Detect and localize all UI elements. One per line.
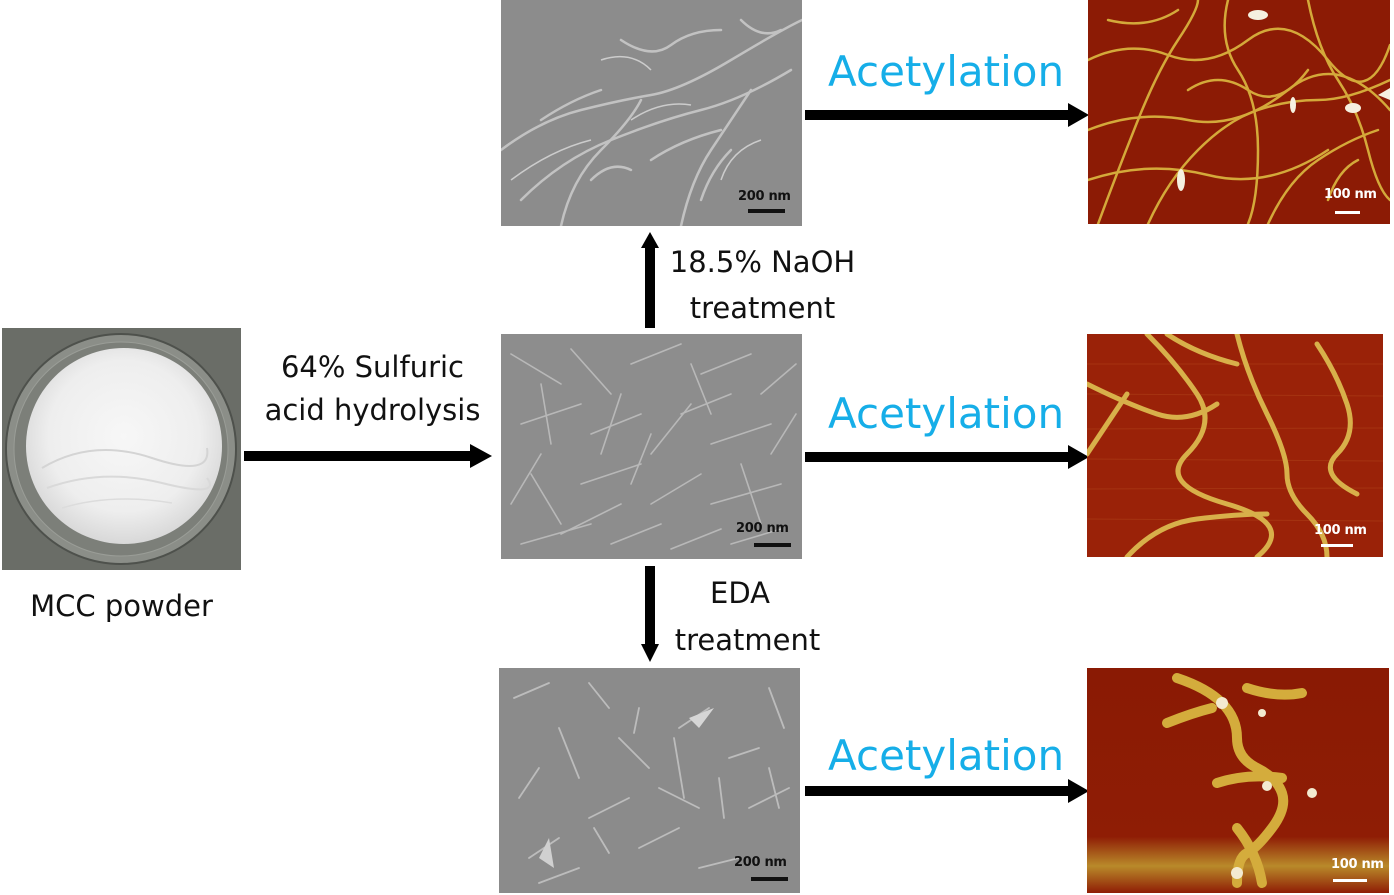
- sem-fibril-network-illustration: [501, 0, 802, 226]
- sem-image-eda: 200 nm: [499, 668, 800, 893]
- afm-dense-network-illustration: [1088, 0, 1390, 224]
- eda-label-line1: EDA: [710, 576, 770, 610]
- afm-scalebar-label: 100 nm: [1331, 857, 1384, 872]
- sem-scalebar-label: 200 nm: [734, 855, 787, 870]
- naoh-label-line2: treatment: [689, 291, 836, 325]
- petri-dish-illustration: [2, 328, 241, 570]
- sem-scalebar-label: 200 nm: [736, 521, 789, 536]
- eda-label-line2: treatment: [674, 623, 821, 657]
- naoh-label-line1: 18.5% NaOH: [669, 245, 856, 279]
- right-arrow-icon: [244, 444, 492, 468]
- sem-image-naoh: 200 nm: [501, 0, 802, 226]
- sem-scalebar-label: 200 nm: [738, 189, 791, 204]
- hydrolysis-label-line1: 64% Sulfuric: [280, 350, 465, 384]
- mcc-powder-caption: MCC powder: [30, 589, 213, 623]
- afm-scalebar: [1321, 544, 1353, 547]
- afm-image-eda-acetylated: 100 nm: [1087, 668, 1389, 893]
- up-arrow-icon: [641, 232, 659, 328]
- hydrolysis-label-line2: acid hydrolysis: [264, 393, 481, 427]
- afm-scalebar: [1335, 211, 1360, 214]
- sem-scalebar: [748, 209, 785, 213]
- sem-image-cnc: 200 nm: [501, 334, 802, 559]
- right-arrow-icon: [805, 445, 1089, 469]
- afm-scalebar-label: 100 nm: [1314, 523, 1367, 538]
- acetylation-label-top: Acetylation: [828, 47, 1065, 96]
- afm-scalebar-label: 100 nm: [1324, 187, 1377, 202]
- mcc-powder-photo: [2, 328, 241, 570]
- afm-fibril-illustration: [1087, 334, 1383, 557]
- afm-image-naoh-acetylated: 100 nm: [1088, 0, 1390, 224]
- sem-scalebar: [751, 877, 788, 881]
- down-arrow-icon: [641, 566, 659, 662]
- sem-nanocrystal-illustration: [501, 334, 802, 559]
- afm-aggregate-illustration: [1087, 668, 1389, 893]
- afm-scalebar: [1333, 879, 1367, 882]
- right-arrow-icon: [805, 103, 1089, 127]
- afm-image-cnc-acetylated: 100 nm: [1087, 334, 1383, 557]
- acetylation-label-bottom: Acetylation: [828, 731, 1065, 780]
- right-arrow-icon: [805, 779, 1089, 803]
- acetylation-label-middle: Acetylation: [828, 389, 1065, 438]
- sem-scalebar: [754, 543, 791, 547]
- sem-sparse-crystal-illustration: [499, 668, 800, 893]
